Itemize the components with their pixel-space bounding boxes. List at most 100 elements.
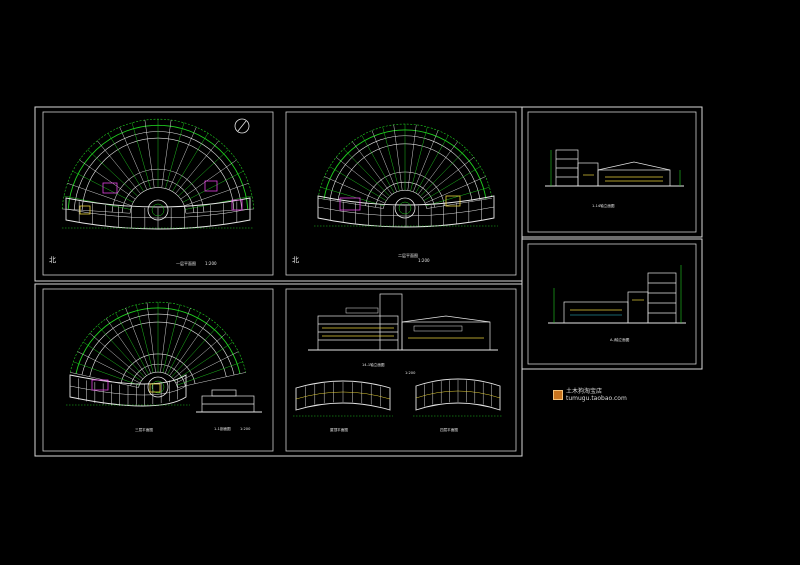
radial-axis-line [173, 333, 227, 380]
sheet1-caption: 一层平面图 [176, 260, 196, 266]
radial-axis-line [105, 318, 147, 376]
radial-axis-line [175, 351, 239, 384]
curved-plan-strip [413, 378, 503, 417]
sheet-plan-2: 北 二层平面图 1:200 [292, 123, 498, 264]
sheet6-scale: 1:200 [405, 371, 416, 375]
sheet6-caption3: 四层平面图 [440, 427, 458, 432]
watermark: 土木狗淘宝店 tumugu.taobao.com [553, 388, 627, 402]
radial-axis-line [352, 141, 392, 195]
fan-plan-arcs [61, 118, 255, 230]
corridor-line [69, 385, 187, 396]
radial-axis-line [87, 149, 138, 197]
radial-axis-line [169, 318, 211, 376]
sheet-plan-3: 三层平面图 1-1剖面图 1:200 [66, 301, 262, 432]
radial-axis-line [410, 126, 428, 191]
radial-axis-line [164, 307, 191, 374]
corridor-line [317, 206, 495, 217]
sheet-elevation-1: 1-14轴立面图 [545, 149, 684, 208]
central-rotunda [147, 199, 169, 221]
radial-axis-line [67, 183, 132, 206]
radial-axis-line [343, 148, 390, 197]
radial-axis-line [426, 186, 490, 207]
radial-axis-line [415, 135, 449, 193]
radial-axis-line [97, 140, 141, 194]
radial-axis-line [175, 140, 219, 194]
radial-axis-line [393, 124, 403, 191]
sheet2-caption: 二层平面图 [398, 252, 418, 258]
strip-corridor [295, 391, 391, 400]
highlight-room [149, 383, 161, 393]
sheet-frame-outer [34, 106, 703, 457]
highlight-room [102, 182, 118, 194]
strip-outline [295, 380, 391, 411]
wing-outline [69, 374, 187, 407]
fan-arc [138, 371, 178, 388]
central-rotunda [394, 197, 416, 219]
facade-lettering [345, 307, 463, 332]
radial-axis-line [361, 135, 395, 193]
radial-axis-line [178, 149, 229, 197]
radial-axis-line [162, 304, 181, 373]
radial-axis-line [171, 325, 219, 378]
fan-arc [129, 187, 187, 214]
sheet1-scale: 1:200 [205, 261, 217, 266]
sheet-frame-inner [42, 111, 697, 452]
radial-axis-line [318, 198, 384, 209]
radial-axis-line [423, 166, 481, 201]
radial-axis-line [426, 198, 492, 209]
watermark-line1: 土木狗淘宝店 [566, 388, 603, 395]
sheet5-scale: 1:200 [240, 427, 251, 431]
radial-axis-line [89, 333, 143, 380]
highlight-room [79, 205, 91, 215]
sheet2-scale: 1:200 [418, 258, 430, 263]
watermark-line2: tumugu.taobao.com [566, 395, 627, 402]
sheet-plan-1: 北 一层平面图 1:200 [49, 118, 255, 266]
rotunda-inner [151, 380, 165, 394]
radial-axis-line [125, 307, 152, 374]
radial-axis-line [97, 325, 145, 378]
radial-axis-line [180, 159, 237, 200]
sheet-elevation-2: A-J轴立面图 [548, 265, 686, 342]
fan-arc [383, 189, 427, 209]
sheet1-north-label: 北 [49, 256, 56, 264]
strip-outline [415, 378, 501, 411]
radial-axis-line [144, 119, 155, 188]
highlight-room [445, 195, 461, 207]
radial-axis-line [185, 208, 254, 214]
radial-axis-line [324, 176, 385, 204]
radial-axis-line [77, 351, 141, 384]
radial-axis-line [107, 132, 144, 192]
radial-axis-line [119, 126, 148, 190]
radial-axis-line [418, 141, 458, 195]
radial-axis-line [160, 302, 170, 373]
radial-axis-line [172, 132, 209, 192]
radial-axis-line [182, 170, 244, 203]
highlight-room [204, 180, 218, 192]
fan-plan-arcs [314, 123, 498, 228]
radial-axis-line [161, 119, 172, 188]
radial-axis-line [115, 312, 149, 375]
radial-axis-line [83, 341, 142, 382]
north-arrow-needle-icon [237, 120, 247, 132]
sheet3-caption: 1-14轴立面图 [592, 203, 615, 208]
radial-axis-line [176, 361, 243, 386]
sheet2-north-label: 北 [292, 256, 299, 264]
sheet6-caption: 14-1轴立面图 [362, 362, 385, 367]
radial-axis-line [168, 126, 197, 190]
radial-axis-line [135, 304, 154, 373]
radial-axis-line [165, 122, 185, 189]
radial-axis-line [413, 130, 439, 192]
radial-axis-line [131, 122, 151, 189]
section-drawing [196, 389, 262, 413]
radial-axis-line [174, 341, 233, 382]
radial-axis-line [407, 124, 417, 191]
central-rotunda [147, 376, 169, 398]
fan-plan-arcs [66, 301, 247, 407]
wing-outline [65, 197, 251, 230]
strip-corridor [415, 390, 501, 399]
highlight-room [91, 379, 109, 391]
radial-axis-line [79, 159, 136, 200]
sheet4-caption: A-J轴立面图 [610, 337, 630, 342]
rotunda-inner [398, 201, 412, 215]
